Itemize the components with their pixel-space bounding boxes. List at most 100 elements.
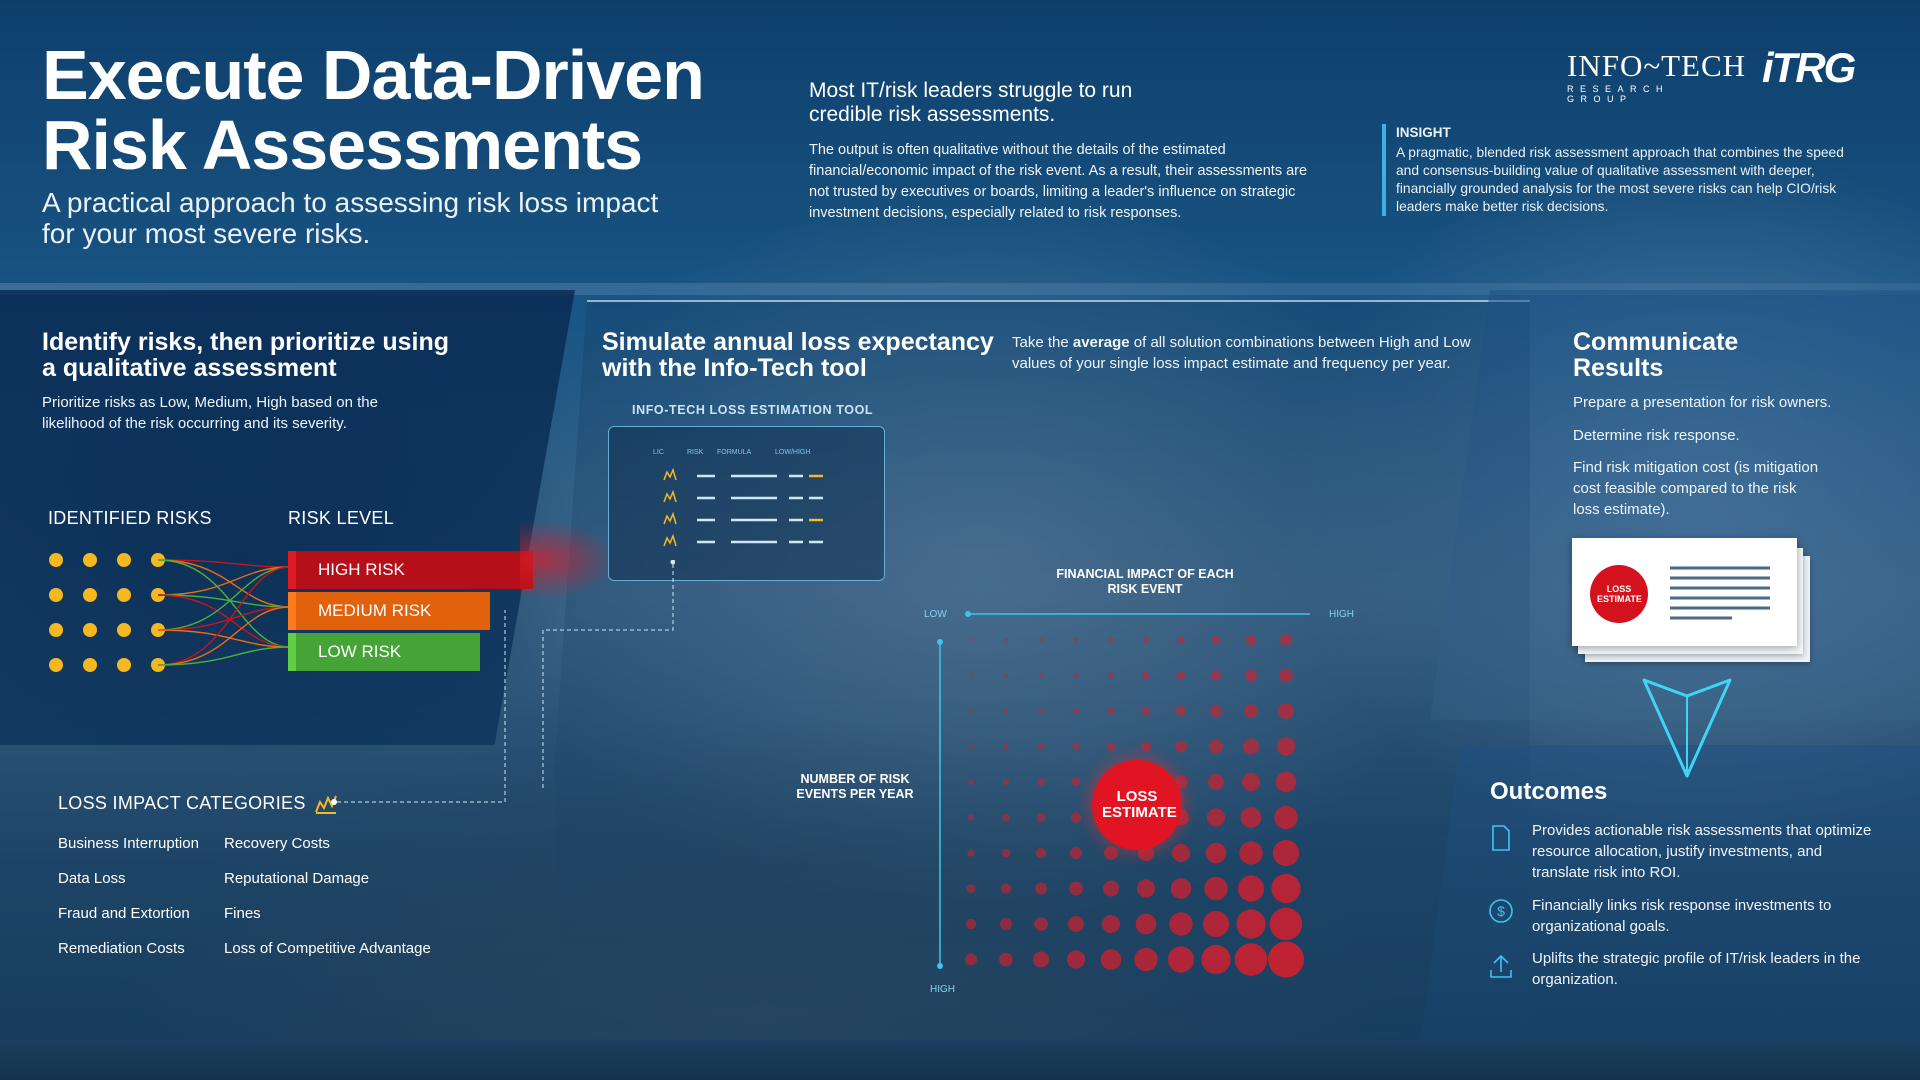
events-per-year-label: NUMBER OF RISK EVENTS PER YEAR xyxy=(796,772,914,801)
matrix-dot xyxy=(1280,634,1292,646)
matrix-dot xyxy=(1003,708,1009,714)
matrix-dot xyxy=(1004,638,1008,642)
matrix-dot xyxy=(1140,741,1152,752)
tool-connector xyxy=(542,560,675,790)
infotech-logo: INFO~TECH RESEARCH GROUP xyxy=(1567,48,1746,104)
identify-heading: Identify risks, then prioritize using a … xyxy=(42,328,450,382)
risk-dot xyxy=(49,588,63,602)
risk-link xyxy=(157,606,291,631)
risk-dot xyxy=(49,553,63,567)
risk-link xyxy=(157,606,291,666)
categories-heading: LOSS IMPACT CATEGORIES xyxy=(58,792,306,813)
risk-link xyxy=(157,566,291,596)
bottom-strip xyxy=(0,1040,1920,1080)
upload-icon xyxy=(1490,954,1512,978)
matrix-dot xyxy=(1003,743,1009,750)
risk-dot xyxy=(117,588,131,602)
page-subtitle: A practical approach to assessing risk l… xyxy=(42,187,659,249)
category-item: Remediation Costs xyxy=(58,940,185,957)
risk-link xyxy=(157,559,291,608)
red-glow xyxy=(520,520,620,600)
risk-link xyxy=(157,594,291,608)
identified-risks-label: IDENTIFIED RISKS xyxy=(48,508,212,528)
matrix-dot xyxy=(999,952,1013,967)
category-item: Fines xyxy=(224,905,261,922)
risk-dot xyxy=(49,623,63,637)
matrix-dot xyxy=(1034,917,1048,931)
matrix-dot xyxy=(1276,737,1296,756)
risk-link xyxy=(157,646,291,666)
simulate-desc-post: of all solution combinations between Hig… xyxy=(1012,334,1471,372)
matrix-dot xyxy=(1278,703,1294,719)
page-title-line1: Execute Data-Driven xyxy=(42,36,705,114)
matrix-dot xyxy=(966,884,976,893)
flame-chart-icon xyxy=(663,533,677,547)
matrix-dot xyxy=(969,673,973,678)
insight-text: A pragmatic, blended risk assessment app… xyxy=(1396,145,1844,214)
matrix-dot xyxy=(1107,672,1115,679)
matrix-dot xyxy=(1206,808,1226,827)
risk-dot xyxy=(117,658,131,672)
matrix-dot xyxy=(968,779,974,785)
matrix-dot xyxy=(969,638,973,642)
intro-heading: Most IT/risk leaders struggle to run cre… xyxy=(809,79,1133,126)
matrix-dot xyxy=(1101,914,1121,934)
matrix-dot xyxy=(1204,876,1228,901)
matrix-dot xyxy=(1073,637,1079,643)
matrix-dot xyxy=(1176,671,1186,680)
high-risk-label: HIGH RISK xyxy=(318,560,405,579)
matrix-dot xyxy=(1275,771,1297,793)
tool-col-lowhigh: LOW/HIGH xyxy=(775,449,811,456)
matrix-dot xyxy=(1000,883,1012,894)
simulate-desc-bold: average xyxy=(1072,334,1130,351)
simulate-heading: Simulate annual loss expectancy with the… xyxy=(602,328,994,382)
report-page: LOSS ESTIMATE xyxy=(1572,538,1797,646)
risk-dot xyxy=(117,553,131,567)
matrix-dot xyxy=(1002,778,1010,786)
matrix-dot xyxy=(1108,637,1114,643)
matrix-dot xyxy=(1106,742,1116,751)
matrix-dot xyxy=(1245,634,1257,646)
matrix-dot xyxy=(1104,846,1118,860)
matrix-dot xyxy=(1175,740,1187,753)
medium-risk-bar: MEDIUM RISK xyxy=(288,592,490,630)
matrix-dot xyxy=(1100,949,1122,970)
risk-dots-graphic xyxy=(49,553,291,672)
outcomes-heading: Outcomes xyxy=(1490,778,1608,805)
arrow-down-icon xyxy=(1642,678,1732,778)
matrix-dot xyxy=(1272,839,1300,867)
matrix-dot xyxy=(1175,705,1187,717)
matrix-dot xyxy=(1073,672,1079,679)
risk-link xyxy=(157,594,291,648)
risk-link xyxy=(157,559,291,568)
matrix-dot xyxy=(1244,704,1258,718)
low-risk-bar: LOW RISK xyxy=(288,633,480,671)
matrix-dot xyxy=(1271,873,1301,904)
matrix-dot xyxy=(1033,951,1049,968)
communicate-item: Find risk mitigation cost (is mitigation… xyxy=(1573,459,1819,518)
matrix-dot xyxy=(1279,668,1293,683)
loss-estimate-label: LOSS ESTIMATE xyxy=(1102,788,1177,821)
matrix-dot xyxy=(1211,635,1221,645)
matrix-dot xyxy=(1170,878,1192,899)
matrix-dot xyxy=(1038,673,1044,678)
tool-screen: LIC RISK FORMULA LOW/HIGH xyxy=(608,426,885,581)
matrix-dot xyxy=(1002,813,1010,822)
matrix-dot xyxy=(1167,946,1195,973)
document-icon xyxy=(1492,825,1510,851)
categories-col1: Business Interruption Data Loss Fraud an… xyxy=(58,835,228,975)
category-item: Business Interruption xyxy=(58,835,199,852)
matrix-dot xyxy=(1036,813,1046,822)
categories-heading-row: LOSS IMPACT CATEGORIES xyxy=(58,792,338,814)
y-axis-high: HIGH xyxy=(930,984,955,995)
high-risk-bar: HIGH RISK xyxy=(288,551,533,589)
matrix-dot xyxy=(1035,847,1047,859)
risk-link xyxy=(157,566,291,631)
matrix-dot xyxy=(1071,777,1081,787)
tool-rows-graphic xyxy=(663,467,823,547)
category-item: Reputational Damage xyxy=(224,870,370,887)
matrix-dot xyxy=(965,953,977,966)
tool-col-lic: LIC xyxy=(653,449,664,456)
matrix-dot xyxy=(1236,909,1266,939)
matrix-dot xyxy=(1241,772,1261,792)
